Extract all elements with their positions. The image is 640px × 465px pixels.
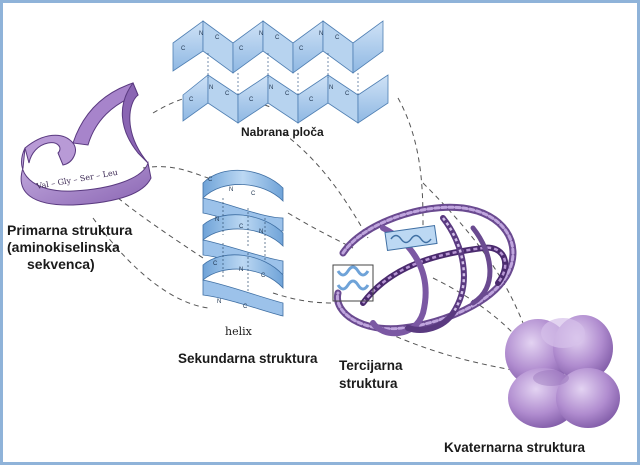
connector-lines (92, 93, 524, 372)
svg-text:C: C (225, 91, 230, 97)
quaternary-blob-icon (505, 315, 620, 428)
svg-text:N: N (259, 31, 263, 37)
svg-text:C: C (208, 177, 213, 183)
primary-structure-subtitle-2: sekvenca) (27, 256, 95, 272)
secondary-structure-label: Sekundarna struktura (178, 351, 318, 366)
svg-text:C: C (189, 97, 194, 103)
svg-text:C: C (243, 304, 248, 310)
tertiary-structure-line2: struktura (339, 376, 398, 391)
svg-text:C: C (239, 224, 244, 230)
svg-text:N: N (199, 31, 203, 37)
svg-text:N: N (269, 85, 273, 91)
svg-text:C: C (345, 91, 350, 97)
svg-text:C: C (261, 273, 266, 279)
pleated-sheet-label: Nabrana ploča (241, 125, 324, 139)
tertiary-structure-label: Tercijarna struktura (339, 357, 403, 393)
tertiary-fold-icon (332, 203, 517, 337)
svg-text:N: N (239, 267, 243, 273)
pleated-sheet-icon: C N C C N C C N C C N C C N C C N C (172, 20, 389, 124)
svg-text:N: N (329, 85, 333, 91)
tertiary-structure-line1: Tercijarna (339, 358, 403, 373)
quaternary-structure-label: Kvaternarna struktura (444, 440, 586, 455)
svg-text:C: C (215, 35, 220, 41)
svg-text:C: C (335, 35, 340, 41)
svg-text:C: C (239, 46, 244, 52)
primary-structure-label: Primarna struktura (aminokiselinska sekv… (7, 222, 132, 273)
svg-text:C: C (285, 91, 290, 97)
svg-text:C: C (275, 35, 280, 41)
svg-text:N: N (259, 229, 263, 235)
svg-text:C: C (309, 97, 314, 103)
svg-text:N: N (217, 299, 221, 305)
svg-text:C: C (251, 191, 256, 197)
svg-text:N: N (209, 85, 213, 91)
svg-text:C: C (213, 261, 218, 267)
svg-text:C: C (181, 46, 186, 52)
helix-label: helix (225, 325, 252, 338)
svg-text:C: C (299, 46, 304, 52)
primary-structure-title: Primarna struktura (7, 222, 133, 238)
alpha-helix-icon: C N C N C N C N C N C (202, 169, 284, 317)
svg-text:N: N (215, 217, 219, 223)
diagram-artwork: Val – Gly – Ser – Leu (20, 20, 620, 428)
primary-structure-subtitle: (aminokiselinska (7, 239, 120, 255)
svg-text:N: N (319, 31, 323, 37)
primary-ribbon-icon: Val – Gly – Ser – Leu (20, 81, 152, 206)
svg-text:C: C (249, 97, 254, 103)
svg-text:N: N (229, 187, 233, 193)
